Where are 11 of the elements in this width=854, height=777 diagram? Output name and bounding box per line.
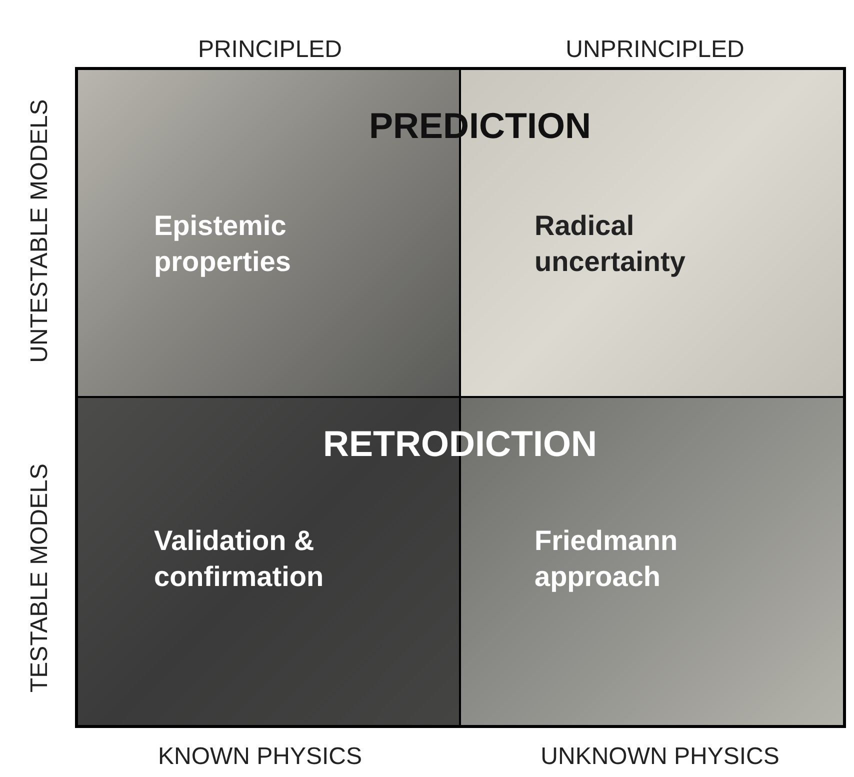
- axis-label: UNPRINCIPLED: [564, 35, 746, 65]
- axis-label: KNOWN PHYSICS: [156, 742, 364, 772]
- axis-label: PRINCIPLED: [196, 35, 344, 65]
- axis-label: UNTESTABLE MODELS: [25, 98, 54, 365]
- quadrant-label: Epistemic properties: [154, 209, 292, 279]
- row-heading: RETRODICTION: [322, 428, 598, 460]
- axis-label: UNKNOWN PHYSICS: [540, 742, 780, 772]
- quadrant-label: Friedmann approach: [534, 524, 679, 594]
- quadrant-label: Radical uncertainty: [534, 209, 686, 279]
- quadrant-label: Validation & confirmation: [154, 524, 325, 594]
- axis-label: TESTABLE MODELS: [25, 462, 54, 694]
